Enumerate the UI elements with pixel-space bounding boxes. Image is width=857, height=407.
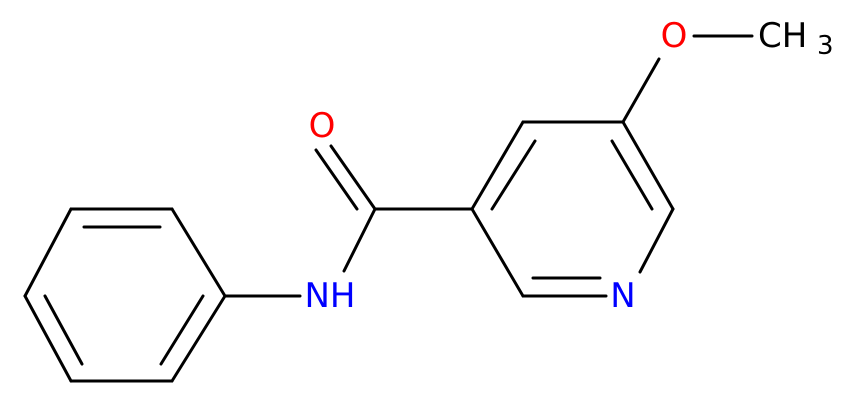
bond-carbonyl-second bbox=[314, 148, 359, 211]
bond bbox=[470, 207, 525, 298]
methyl-label: CH 3 bbox=[758, 16, 834, 61]
bond bbox=[23, 294, 73, 383]
pyridine-ring bbox=[470, 120, 675, 298]
bond bbox=[170, 294, 227, 383]
bond-carbonyl bbox=[329, 144, 377, 211]
bond-ring-methoxy bbox=[621, 57, 661, 124]
bond-inner bbox=[610, 139, 654, 211]
oxygen-methoxy-label: O bbox=[661, 16, 688, 56]
phenyl-ring bbox=[23, 207, 227, 383]
nitrogen-ring-label: N bbox=[610, 276, 635, 316]
methyl-subscript: 3 bbox=[817, 31, 834, 61]
bond bbox=[638, 207, 675, 274]
bond-nh-carbonyl bbox=[342, 207, 377, 273]
bond-inner bbox=[159, 294, 205, 366]
methyl-symbol: CH bbox=[758, 16, 807, 56]
bond bbox=[170, 207, 227, 298]
nitrogen-amide-label: NH bbox=[305, 276, 356, 316]
bond bbox=[23, 207, 73, 298]
oxygen-carbonyl-label: O bbox=[309, 106, 336, 146]
bond bbox=[470, 120, 525, 211]
bond-inner bbox=[490, 139, 537, 211]
bond-inner bbox=[43, 294, 84, 366]
bond bbox=[621, 120, 675, 211]
